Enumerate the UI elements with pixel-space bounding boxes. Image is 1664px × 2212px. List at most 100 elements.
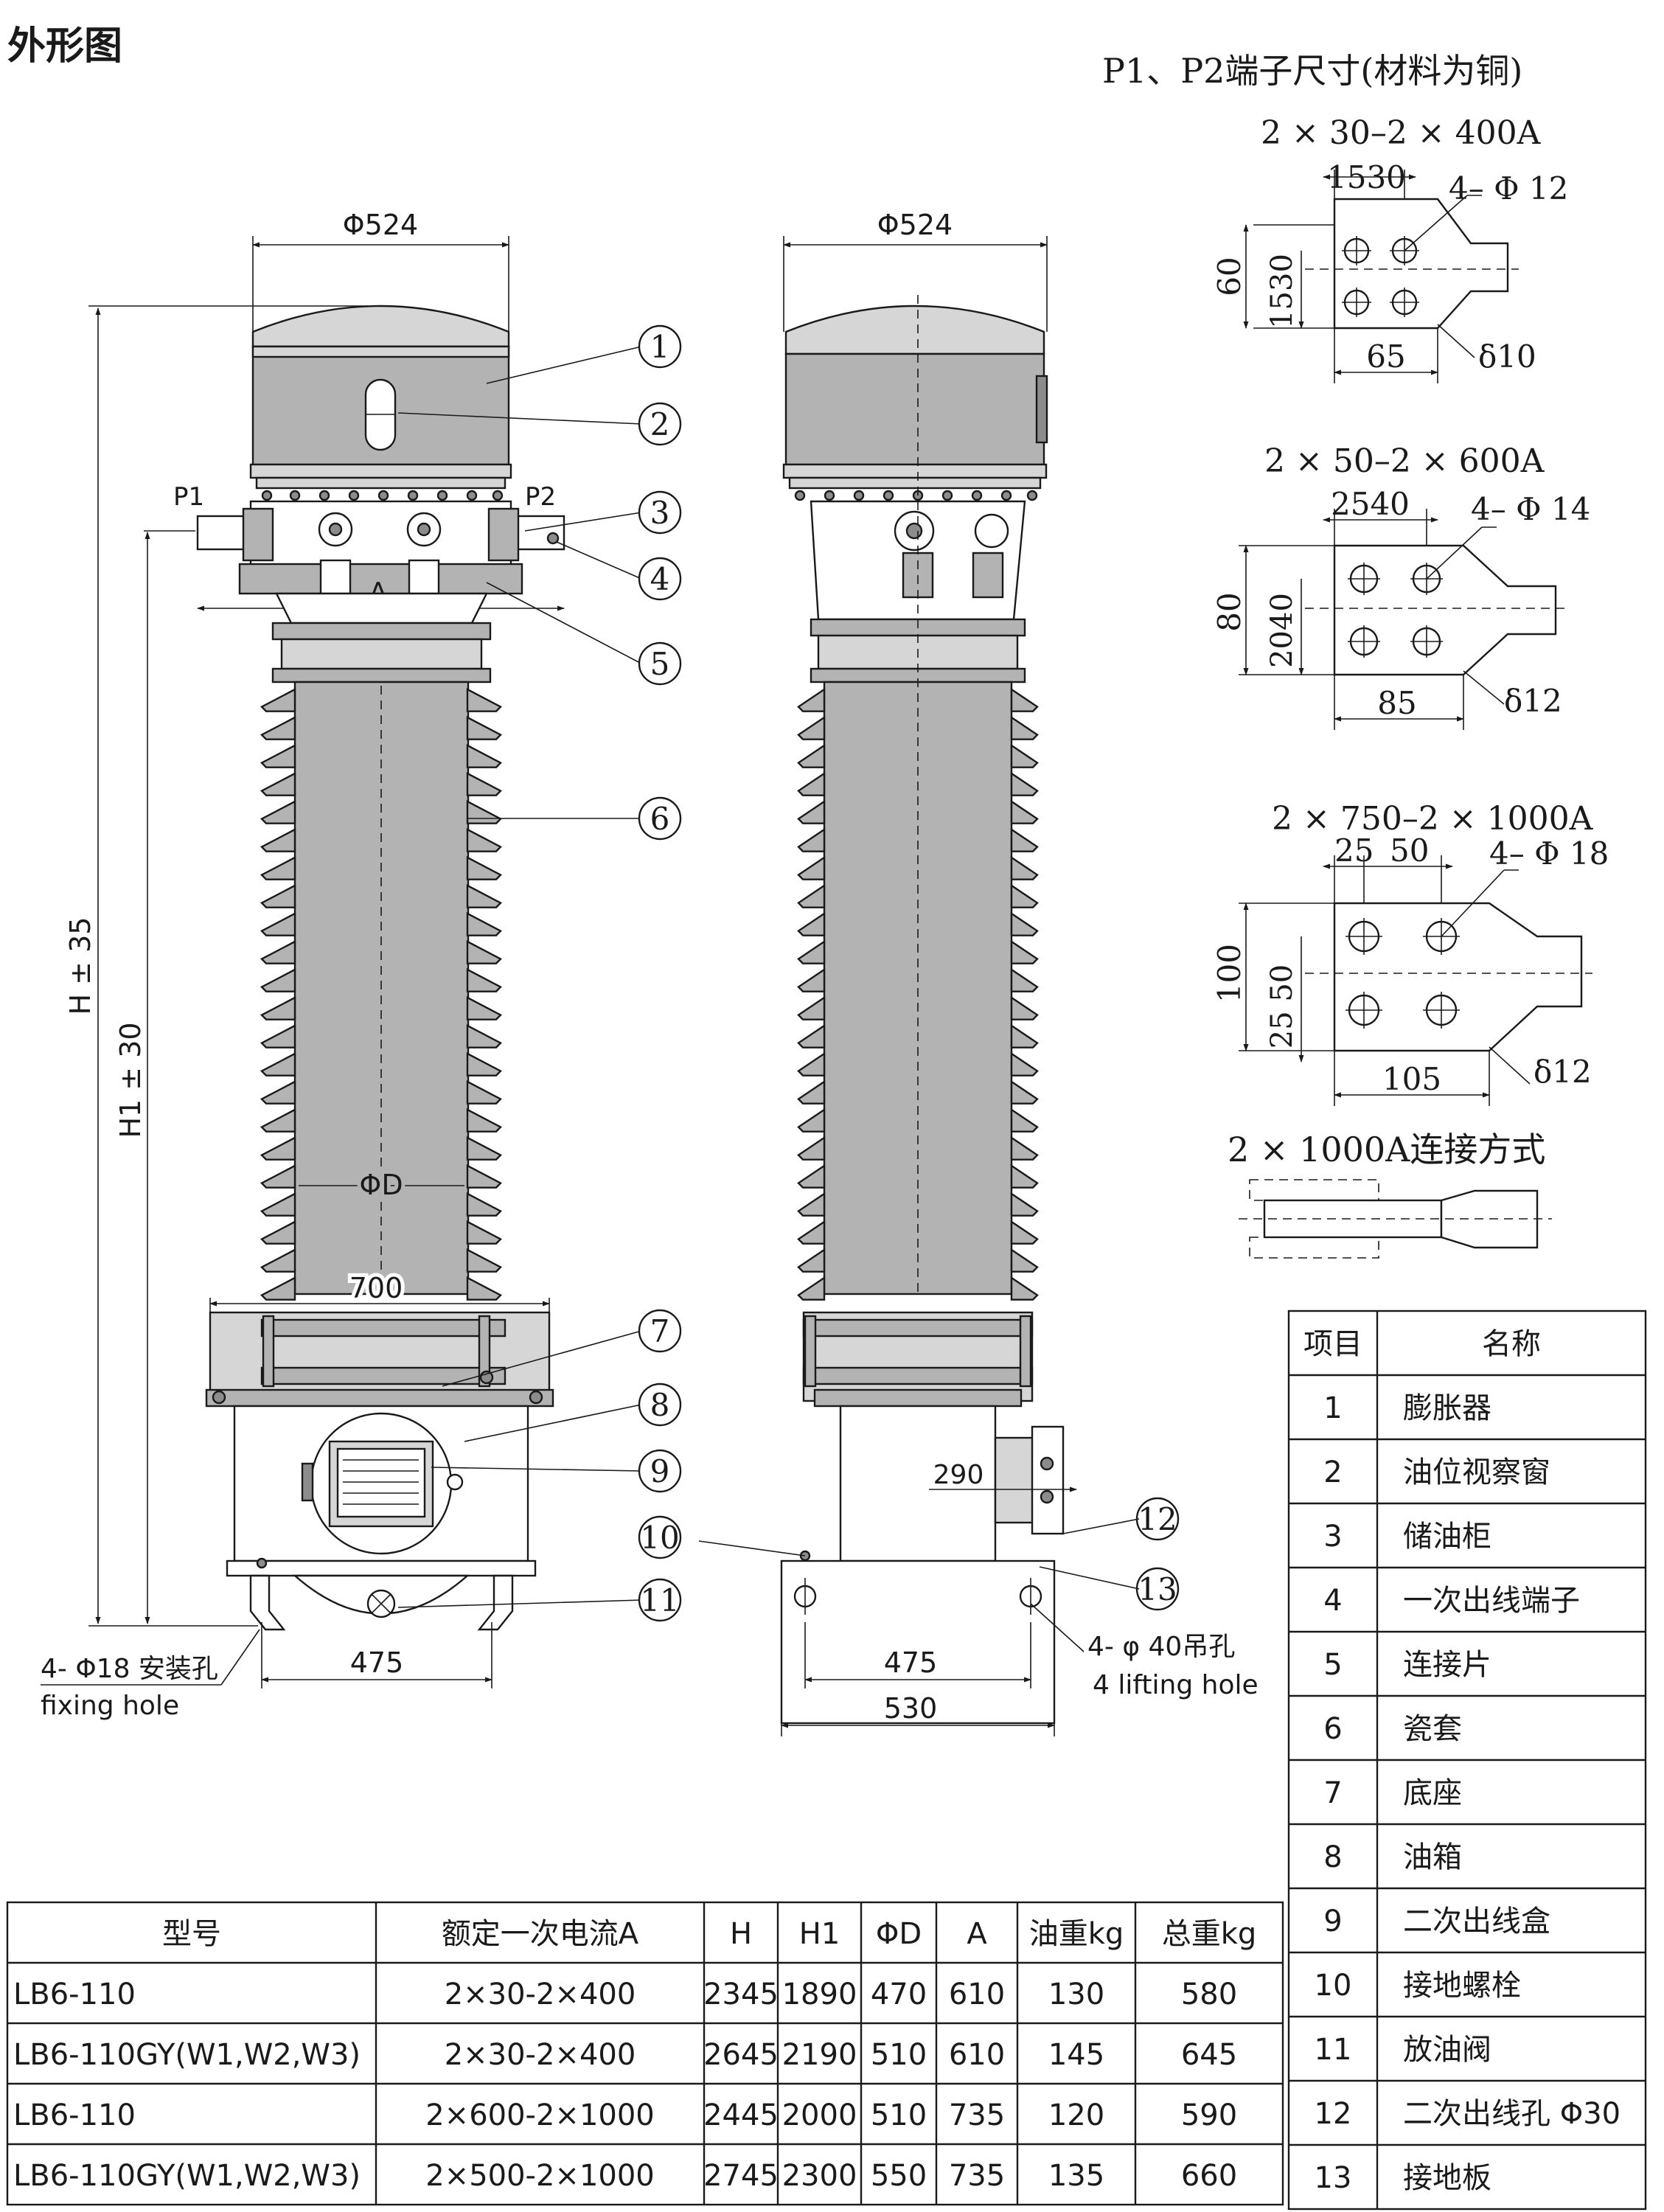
parts-row-name: 放油阀	[1403, 2033, 1491, 2067]
spec-table-cell: 2345	[703, 1978, 779, 2011]
front-p2-label: P2	[525, 482, 556, 512]
callout-6: 6	[638, 796, 682, 841]
svg-text:10: 10	[640, 1520, 679, 1556]
svg-text:9: 9	[650, 1453, 670, 1489]
parts-row-name: 油箱	[1403, 1840, 1462, 1874]
front-dim-475: 475	[350, 1646, 404, 1679]
side-dim-290: 290	[933, 1460, 984, 1490]
spec-table-cell: 590	[1181, 2098, 1237, 2132]
parts-row-item: 13	[1315, 2161, 1352, 2195]
t1000-top-dim-b: 50	[1390, 832, 1429, 869]
t1000-top-dim-a: 25	[1334, 832, 1374, 869]
side-dim-475: 475	[884, 1646, 938, 1679]
spec-table-cell: 510	[871, 2098, 927, 2132]
t600-left-inner-dim: 2040	[1265, 593, 1299, 668]
t600-top-dim: 2540	[1331, 486, 1410, 522]
spec-table-cell: 2×600-2×1000	[425, 2098, 655, 2132]
spec-header-cell: H1	[799, 1917, 840, 1951]
spec-table-cell: 2×500-2×1000	[425, 2159, 655, 2193]
t600-title: 2 × 50–2 × 600A	[1264, 442, 1545, 480]
spec-header-cell: ΦD	[876, 1917, 922, 1951]
parts-row-item: 2	[1323, 1455, 1342, 1489]
callout-3: 3	[638, 490, 682, 535]
spec-table-cell: 610	[949, 1978, 1005, 2011]
svg-text:1: 1	[650, 329, 670, 365]
spec-header-cell: 型号	[162, 1917, 221, 1951]
callout-1: 1	[638, 324, 682, 369]
callout-9: 9	[638, 1449, 682, 1493]
callout-7: 7	[638, 1309, 682, 1353]
front-top-diameter: Φ524	[343, 209, 418, 241]
svg-text:13: 13	[1138, 1571, 1177, 1607]
spec-table-cell: 2645	[703, 2038, 779, 2072]
parts-row-name: 瓷套	[1403, 1712, 1462, 1746]
t600-thickness: δ12	[1504, 683, 1562, 719]
callout-12: 12	[1135, 1497, 1180, 1541]
parts-row-name: 油位视察窗	[1403, 1455, 1550, 1489]
terminal-p1	[196, 515, 251, 551]
parts-row-name: 膨胀器	[1403, 1391, 1491, 1425]
parts-row-name: 储油柜	[1403, 1520, 1491, 1554]
spec-table-cell: 2745	[703, 2159, 779, 2193]
t400-holes: 4– Φ 12	[1449, 170, 1568, 206]
t600-holes: 4– Φ 14	[1471, 491, 1590, 527]
parts-row-item: 12	[1315, 2097, 1352, 2131]
svg-text:6: 6	[650, 801, 670, 837]
spec-table-cell: 510	[871, 2038, 927, 2072]
parts-row-item: 10	[1315, 1969, 1352, 2003]
t400-top-dim: 1530	[1327, 159, 1406, 195]
callout-13: 13	[1135, 1567, 1180, 1611]
callout-11: 11	[638, 1578, 682, 1622]
spec-table-cell: 470	[871, 1978, 927, 2011]
parts-row-item: 7	[1323, 1776, 1342, 1810]
front-dim-h: H ± 35	[64, 917, 97, 1015]
spec-table-cell: 2000	[782, 2098, 857, 2132]
side-top-diameter: Φ524	[877, 209, 953, 241]
spec-table-cell: 1890	[782, 1978, 857, 2011]
parts-row-name: 二次出线孔 Φ30	[1403, 2097, 1621, 2131]
parts-row-item: 11	[1315, 2033, 1352, 2067]
parts-row-item: 9	[1323, 1905, 1342, 1938]
t1000-title: 2 × 750–2 × 1000A	[1272, 800, 1594, 838]
callout-5: 5	[638, 641, 682, 686]
svg-text:3: 3	[650, 495, 670, 531]
front-p1-label: P1	[173, 482, 204, 512]
terminal-p2	[511, 515, 565, 551]
spec-table-cell: 2×30-2×400	[445, 1978, 636, 2011]
terminal-details: P1、P2端子尺寸(材料为铜) 2 × 30–2 × 400A 1530 4– …	[1102, 51, 1609, 1259]
spec-table-cell: 735	[949, 2159, 1005, 2193]
t400-thickness: δ10	[1478, 338, 1536, 375]
side-lifting-hole-cn: 4- φ 40吊孔	[1087, 1632, 1235, 1662]
spec-table-cell: 120	[1048, 2098, 1104, 2132]
porcelain-top-flange	[271, 622, 492, 641]
spec-table-cell: 550	[871, 2159, 927, 2193]
front-dim-h1: H1 ± 30	[114, 1022, 147, 1138]
spec-table-cell: 645	[1181, 2038, 1237, 2072]
t1000-holes: 4– Φ 18	[1489, 835, 1609, 872]
parts-row-item: 6	[1323, 1712, 1342, 1746]
t1000-left-dim: 100	[1211, 944, 1247, 1003]
spec-table-cell: 135	[1048, 2159, 1104, 2193]
spec-table-cell: LB6-110	[13, 1978, 136, 2011]
spec-table-cell: 145	[1048, 2038, 1104, 2072]
callout-10: 10	[638, 1515, 682, 1559]
callout-8: 8	[638, 1382, 682, 1427]
spec-table-cell: 130	[1048, 1978, 1104, 2011]
t1000-left-inner-dim: 25 50	[1265, 964, 1299, 1049]
parts-row-name: 连接片	[1403, 1648, 1491, 1682]
spec-table-cell: 735	[949, 2098, 1005, 2132]
front-dim-700: 700	[349, 1272, 403, 1304]
parts-row-name: 二次出线盒	[1403, 1905, 1550, 1938]
svg-text:5: 5	[650, 646, 670, 682]
side-lifting-hole-en: 4 lifting hole	[1093, 1670, 1259, 1700]
spec-header-cell: 总重kg	[1162, 1917, 1257, 1951]
spec-header-cell: A	[967, 1917, 987, 1951]
svg-text:11: 11	[640, 1582, 679, 1618]
front-fixing-hole-en: fixing hole	[41, 1691, 179, 1721]
parts-row-name: 接地板	[1403, 2161, 1491, 2195]
front-dim-d: ΦD	[359, 1169, 403, 1201]
